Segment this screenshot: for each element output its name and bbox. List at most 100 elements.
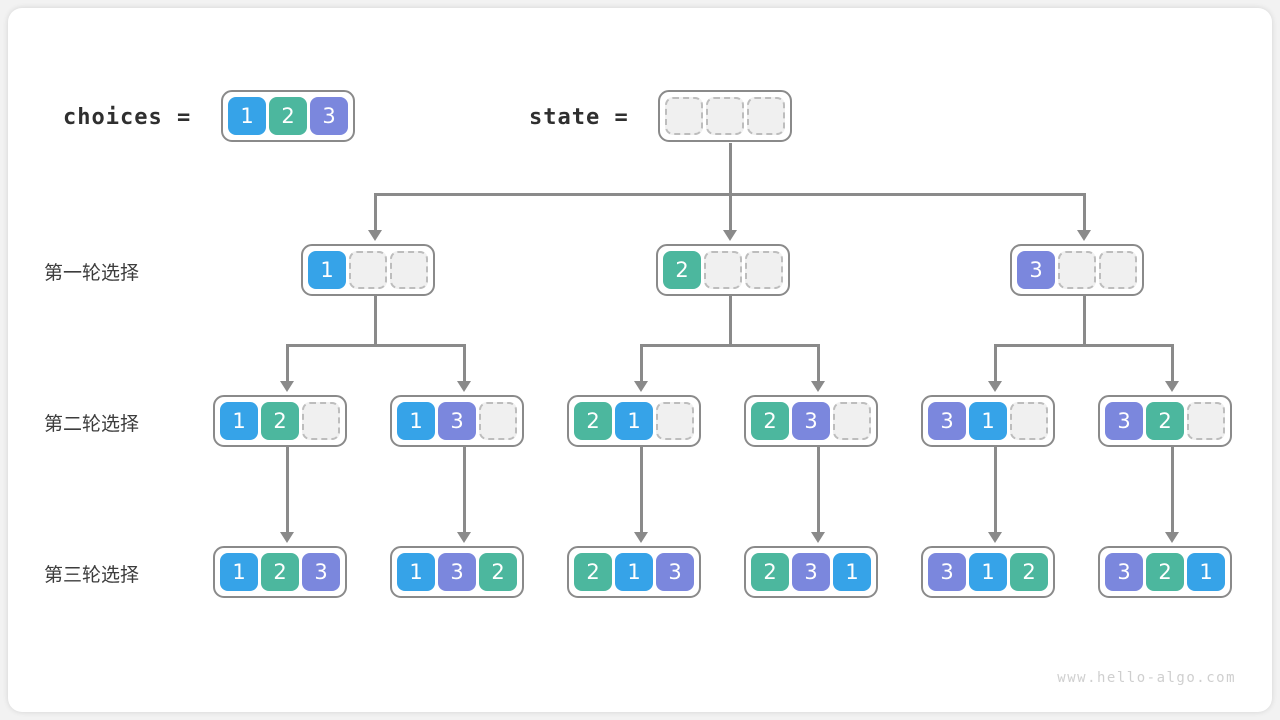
- connector-r2-drop-3: [640, 445, 643, 535]
- connector-r1a-drop-1: [286, 344, 289, 384]
- state-node-round-1-1: 1: [301, 244, 435, 296]
- r2n5-cell-1: 1: [969, 402, 1007, 440]
- r1n1-cell-2: [390, 251, 428, 289]
- r3n1-cell-1: 2: [261, 553, 299, 591]
- state-label: state =: [529, 105, 629, 130]
- r1n1-cell-0: 1: [308, 251, 346, 289]
- choices-cell-0: 1: [228, 97, 266, 135]
- connector-r1c-drop-1: [994, 344, 997, 384]
- row-label-round-1: 第一轮选择: [44, 262, 140, 284]
- r2n3-cell-1: 1: [615, 402, 653, 440]
- r2n4-cell-0: 2: [751, 402, 789, 440]
- arrowhead-round2-2: [457, 381, 471, 392]
- r2n4-cell-1: 3: [792, 402, 830, 440]
- state-node-round-1-3: 3: [1010, 244, 1144, 296]
- connector-r2-drop-6: [1171, 445, 1174, 535]
- r2n6-cell-2: [1187, 402, 1225, 440]
- r2n6-cell-1: 2: [1146, 402, 1184, 440]
- arrowhead-round2-5: [988, 381, 1002, 392]
- r2n1-cell-0: 1: [220, 402, 258, 440]
- arrowhead-round3-1: [280, 532, 294, 543]
- choices-label: choices =: [63, 105, 192, 130]
- r2n4-cell-2: [833, 402, 871, 440]
- r3n3-cell-0: 2: [574, 553, 612, 591]
- r3n3-cell-2: 3: [656, 553, 694, 591]
- r3n6-cell-0: 3: [1105, 553, 1143, 591]
- connector-r2-drop-4: [817, 445, 820, 535]
- r3n3-cell-1: 1: [615, 553, 653, 591]
- r3n2-cell-2: 2: [479, 553, 517, 591]
- r3n6-cell-2: 1: [1187, 553, 1225, 591]
- arrowhead-round3-2: [457, 532, 471, 543]
- r3n4-cell-1: 3: [792, 553, 830, 591]
- arrowhead-round3-4: [811, 532, 825, 543]
- connector-round1-drop-1: [374, 193, 377, 233]
- r1n1-cell-1: [349, 251, 387, 289]
- connector-r2-drop-1: [286, 445, 289, 535]
- r2n2-cell-2: [479, 402, 517, 440]
- r1n3-cell-2: [1099, 251, 1137, 289]
- choices-cell-1: 2: [269, 97, 307, 135]
- r2n5-cell-2: [1010, 402, 1048, 440]
- arrowhead-round2-6: [1165, 381, 1179, 392]
- row-label-round-3: 第三轮选择: [44, 564, 140, 586]
- r3n1-cell-2: 3: [302, 553, 340, 591]
- r3n5-cell-1: 1: [969, 553, 1007, 591]
- r2n1-cell-1: 2: [261, 402, 299, 440]
- choices-cell-2: 3: [310, 97, 348, 135]
- r2n5-cell-0: 3: [928, 402, 966, 440]
- connector-r1a-bar: [287, 344, 465, 347]
- arrowhead-round2-1: [280, 381, 294, 392]
- connector-r1a-stem: [374, 294, 377, 345]
- r2n2-cell-1: 3: [438, 402, 476, 440]
- arrowhead-round3-5: [988, 532, 1002, 543]
- state-cell-1: [706, 97, 744, 135]
- watermark: www.hello-algo.com: [1057, 670, 1236, 686]
- connector-r1c-bar: [995, 344, 1174, 347]
- r3n1-cell-0: 1: [220, 553, 258, 591]
- connector-round1-drop-2: [729, 193, 732, 233]
- r1n3-cell-0: 3: [1017, 251, 1055, 289]
- connector-r2-drop-2: [463, 445, 466, 535]
- r3n2-cell-1: 3: [438, 553, 476, 591]
- connector-r1b-stem: [729, 294, 732, 345]
- r3n2-cell-0: 1: [397, 553, 435, 591]
- r2n1-cell-2: [302, 402, 340, 440]
- connector-round1-drop-3: [1083, 193, 1086, 233]
- r3n4-cell-0: 2: [751, 553, 789, 591]
- connector-r1a-drop-2: [463, 344, 466, 384]
- r2n6-cell-0: 3: [1105, 402, 1143, 440]
- arrowhead-round3-3: [634, 532, 648, 543]
- arrowhead-round1-1: [368, 230, 382, 241]
- arrowhead-round3-6: [1165, 532, 1179, 543]
- r2n2-cell-0: 1: [397, 402, 435, 440]
- r1n3-cell-1: [1058, 251, 1096, 289]
- state-node-round-1-2: 2: [656, 244, 790, 296]
- r2n3-cell-0: 2: [574, 402, 612, 440]
- connector-r1c-drop-2: [1171, 344, 1174, 384]
- r3n4-cell-2: 1: [833, 553, 871, 591]
- arrowhead-round2-4: [811, 381, 825, 392]
- state-array: [658, 90, 792, 142]
- r3n5-cell-0: 3: [928, 553, 966, 591]
- row-label-round-2: 第二轮选择: [44, 413, 140, 435]
- r1n2-cell-0: 2: [663, 251, 701, 289]
- connector-r1b-drop-1: [640, 344, 643, 384]
- arrowhead-round1-3: [1077, 230, 1091, 241]
- r1n2-cell-1: [704, 251, 742, 289]
- r2n3-cell-2: [656, 402, 694, 440]
- r1n2-cell-2: [745, 251, 783, 289]
- connector-state-stem: [729, 143, 732, 194]
- arrowhead-round2-3: [634, 381, 648, 392]
